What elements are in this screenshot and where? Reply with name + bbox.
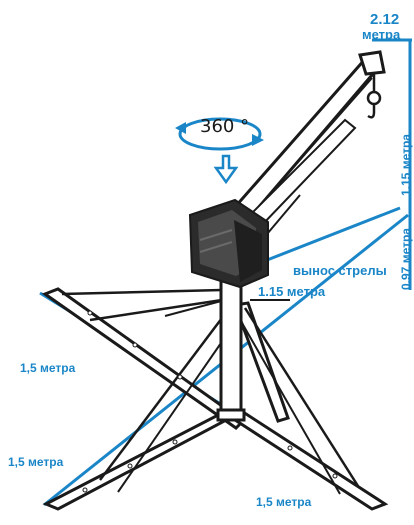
- brace-front-left: [99, 309, 229, 481]
- mast-foot: [216, 408, 246, 422]
- right-upper-vertical-label: 1.15 метра: [399, 134, 413, 196]
- brace-left-upper: [61, 288, 223, 296]
- height-unit-label: метра: [362, 27, 401, 42]
- height-value-label: 2.12: [370, 11, 400, 28]
- brace-front-right: [243, 307, 360, 487]
- boom-reach-value: 1.15 метра: [258, 284, 326, 299]
- bolt: [132, 342, 138, 348]
- base-bottom-label: 1,5 метра: [256, 495, 312, 509]
- rotation-arrow-head-left: [175, 122, 186, 134]
- rotation-ellipse: [178, 117, 262, 151]
- rotation-label: 360 °: [200, 116, 250, 137]
- boom-tip: [358, 50, 386, 76]
- base-left-lower-label: 1,5 метра: [8, 455, 64, 469]
- crane-mast: [216, 256, 246, 422]
- bolt: [82, 487, 88, 493]
- motor-rib: [199, 241, 233, 253]
- motor-rib: [199, 229, 233, 241]
- down-arrow-shape: [213, 154, 239, 185]
- motor-side: [234, 220, 262, 282]
- crane-head: [188, 198, 269, 289]
- boom-reach-line: [261, 206, 401, 264]
- bolt: [127, 463, 133, 469]
- rotation-arrow-icon: [175, 117, 264, 151]
- boom-reach-title: вынос стрелы: [293, 263, 387, 278]
- bolt: [172, 439, 178, 445]
- brace-front-right-inner: [237, 315, 341, 495]
- hook-curve: [367, 104, 376, 119]
- brace-back: [164, 299, 226, 317]
- rail-bolts: [82, 310, 338, 493]
- down-arrow-icon: [213, 154, 239, 185]
- rotation-arrow-head-right: [252, 134, 264, 146]
- brace-left-mid: [89, 298, 223, 322]
- outrigger-back-left: [41, 287, 246, 430]
- bolt: [332, 473, 338, 479]
- right-lower-vertical-label: 0.97 метра: [399, 228, 413, 290]
- bolt: [287, 445, 293, 451]
- bolt: [177, 374, 183, 380]
- brace-front-left-inner: [117, 329, 231, 493]
- bolt: [87, 310, 93, 316]
- boom-arm: [225, 55, 381, 224]
- hook-icon: [366, 72, 382, 119]
- hook-block: [366, 90, 382, 106]
- base-left-label: 1,5 метра: [20, 361, 76, 375]
